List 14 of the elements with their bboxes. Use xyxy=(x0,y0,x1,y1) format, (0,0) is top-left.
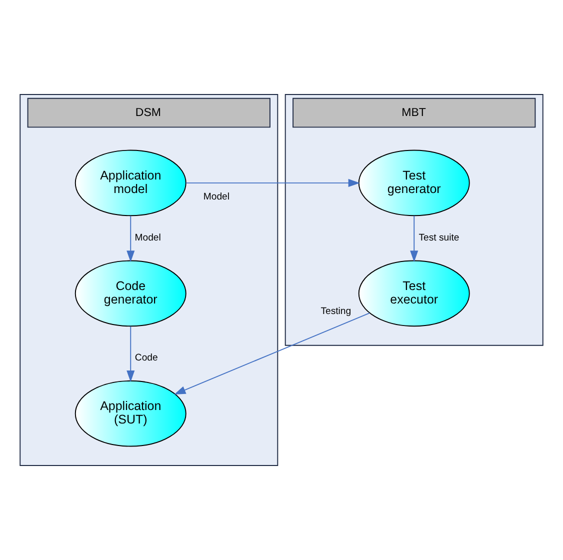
edge-label: Testing xyxy=(320,306,352,318)
arrow xyxy=(126,215,135,262)
arrow xyxy=(126,326,135,382)
node-ellipse: Application model xyxy=(74,150,186,216)
edge-label: Test suite xyxy=(418,232,460,244)
edge-label: Model xyxy=(203,192,230,203)
node-ellipse: Code generator xyxy=(74,260,186,327)
arrow xyxy=(174,312,370,394)
arrow xyxy=(186,178,360,187)
edge-label: Model xyxy=(134,232,161,244)
node-ellipse: Test generator xyxy=(358,150,470,216)
node-ellipse: Test executor xyxy=(358,260,470,327)
edge-label: Code xyxy=(134,352,158,364)
arrow xyxy=(410,215,418,262)
